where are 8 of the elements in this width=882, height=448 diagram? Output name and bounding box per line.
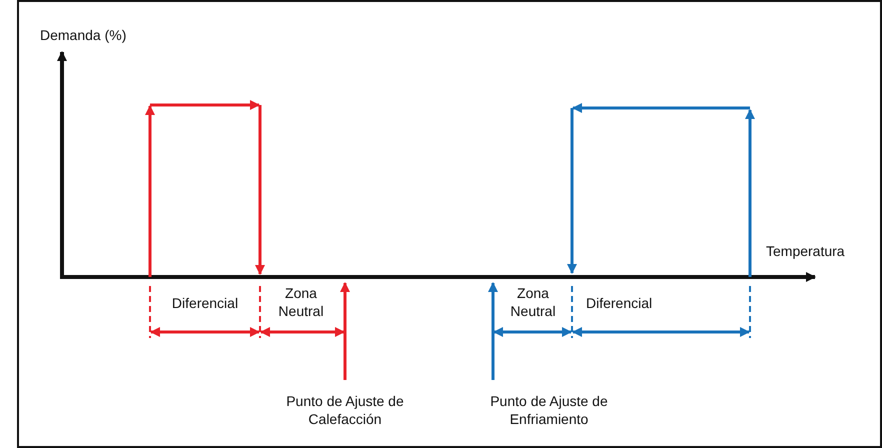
axis-label: Temperatura (766, 242, 845, 260)
dimension-label: Zona Neutral (509, 284, 557, 320)
dimension-label: Diferencial (170, 294, 240, 312)
setpoint-label: Punto de Ajuste de Calefacción (285, 392, 405, 428)
dimension-label: Zona Neutral (277, 284, 325, 320)
axis-label: Demanda (%) (40, 26, 126, 44)
setpoint-label: Punto de Ajuste de Enfriamiento (490, 392, 608, 428)
dimension-label: Diferencial (586, 294, 652, 312)
